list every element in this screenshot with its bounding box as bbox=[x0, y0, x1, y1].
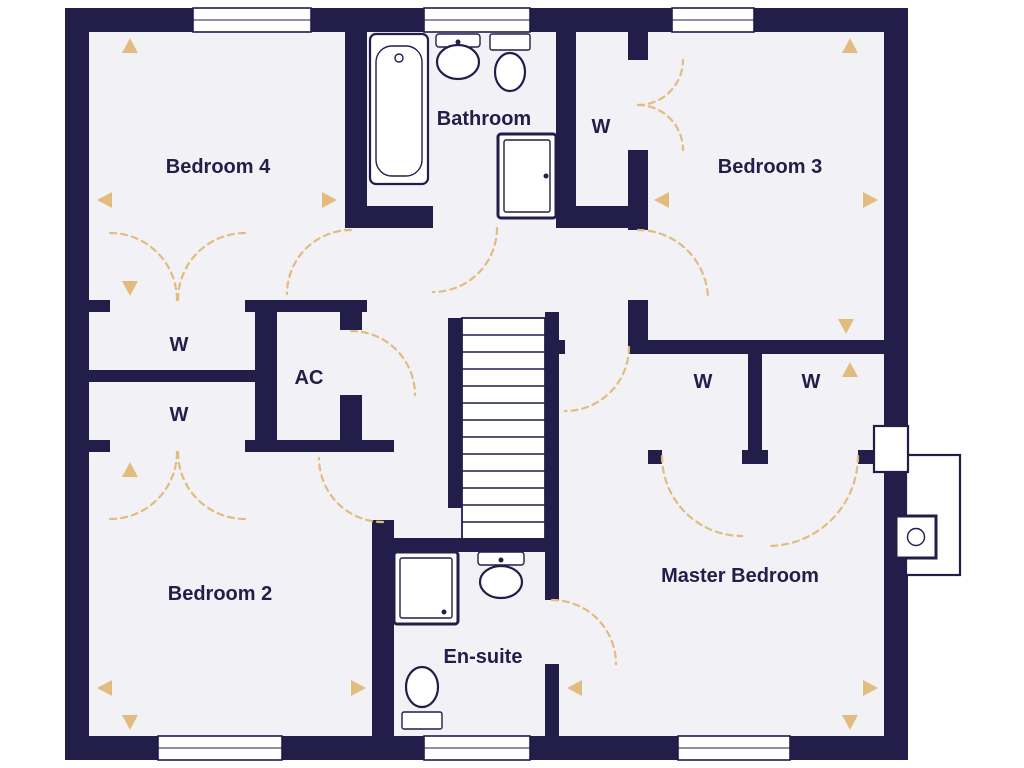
room-labels: Bedroom 4 Bathroom W Bedroom 3 W AC W Be… bbox=[166, 108, 822, 668]
window bbox=[671, 7, 755, 33]
wall-segment bbox=[628, 150, 648, 230]
room-label-wardrobe-top: W bbox=[592, 116, 611, 138]
door-arc bbox=[431, 226, 499, 294]
door-swings bbox=[108, 58, 860, 666]
wall-segment bbox=[89, 370, 277, 382]
room-label-bedroom-2: Bedroom 2 bbox=[168, 583, 272, 605]
dimension-arrow bbox=[122, 715, 138, 730]
dimension-arrow bbox=[842, 38, 858, 53]
dimension-arrow bbox=[122, 281, 138, 296]
wall-segment bbox=[545, 552, 559, 600]
room-label-bedroom-4: Bedroom 4 bbox=[166, 156, 271, 178]
wall-segment bbox=[884, 8, 908, 760]
dimension-arrow bbox=[842, 715, 858, 730]
door-arc bbox=[108, 231, 179, 302]
room-label-bedroom-3: Bedroom 3 bbox=[718, 156, 822, 178]
dimension-arrow bbox=[838, 319, 854, 334]
door-arc bbox=[636, 228, 710, 302]
wall-segment bbox=[448, 318, 462, 508]
dimension-arrow bbox=[122, 462, 138, 477]
wall-segment bbox=[559, 340, 565, 354]
wall-segment bbox=[372, 538, 394, 736]
wall-segment bbox=[545, 312, 559, 552]
wall-segment bbox=[89, 440, 110, 452]
room-label-wardrobe-left-1: W bbox=[170, 334, 189, 356]
door-arc bbox=[636, 58, 685, 107]
wall-segment bbox=[628, 32, 648, 60]
room-label-airing-cupboard: AC bbox=[295, 367, 324, 389]
room-label-wardrobe-left-2: W bbox=[170, 404, 189, 426]
dimension-arrow bbox=[863, 192, 878, 208]
door-arc bbox=[563, 345, 631, 413]
wall-segment bbox=[556, 206, 648, 228]
chimney bbox=[872, 424, 962, 577]
window bbox=[423, 735, 531, 761]
door-arc bbox=[766, 454, 860, 548]
room-label-bathroom: Bathroom bbox=[437, 108, 531, 130]
door-arc bbox=[349, 329, 417, 397]
wall-segment bbox=[545, 664, 559, 736]
door-arc bbox=[176, 231, 247, 302]
wall-segment bbox=[742, 450, 768, 464]
shower-icon bbox=[496, 132, 558, 220]
wall-segment bbox=[65, 8, 89, 760]
dimension-arrow bbox=[863, 680, 878, 696]
wall-segment bbox=[748, 354, 762, 450]
meter-box bbox=[872, 424, 910, 474]
window bbox=[157, 735, 283, 761]
flue-icon bbox=[906, 527, 926, 547]
bathtub-icon bbox=[368, 32, 430, 186]
toilet-icon bbox=[401, 665, 443, 730]
wall-segment bbox=[648, 340, 884, 354]
dimension-arrow bbox=[97, 680, 112, 696]
dimension-arrows bbox=[97, 38, 878, 730]
wall-segment bbox=[245, 440, 394, 452]
wall-segment bbox=[372, 538, 557, 552]
wall-segment bbox=[345, 32, 367, 222]
basin-icon bbox=[477, 551, 525, 600]
wall-segment bbox=[89, 300, 110, 312]
wall-segment bbox=[345, 206, 433, 228]
door-arc bbox=[285, 228, 353, 296]
basin-icon bbox=[435, 33, 481, 81]
dimension-arrow bbox=[842, 362, 858, 377]
room-label-wardrobe-master-1: W bbox=[694, 371, 713, 393]
wall-segment bbox=[648, 450, 662, 464]
door-arc bbox=[660, 454, 744, 538]
stair-treads bbox=[462, 334, 545, 523]
wall-segment bbox=[340, 395, 362, 452]
dimension-arrow bbox=[322, 192, 337, 208]
door-arc bbox=[176, 450, 247, 521]
dimension-arrow bbox=[654, 192, 669, 208]
dimension-arrow bbox=[567, 680, 582, 696]
dimension-arrow bbox=[351, 680, 366, 696]
windows bbox=[157, 7, 791, 761]
room-label-master-bedroom: Master Bedroom bbox=[661, 565, 819, 587]
room-label-en-suite: En-suite bbox=[444, 646, 523, 668]
window bbox=[423, 7, 531, 33]
bathroom-fixtures bbox=[368, 32, 558, 220]
dimension-arrow bbox=[97, 192, 112, 208]
window bbox=[677, 735, 791, 761]
dimension-arrow bbox=[122, 38, 138, 53]
door-arc bbox=[550, 598, 618, 666]
staircase bbox=[461, 317, 546, 541]
door-arc bbox=[636, 103, 685, 152]
wall-segment bbox=[556, 32, 576, 228]
ensuite-fixtures bbox=[392, 550, 525, 730]
wall-segment bbox=[628, 300, 648, 354]
wall-segment bbox=[340, 312, 362, 330]
stair-well bbox=[461, 317, 546, 541]
window bbox=[192, 7, 312, 33]
toilet-icon bbox=[489, 33, 531, 93]
door-arc bbox=[108, 450, 179, 521]
room-label-wardrobe-master-2: W bbox=[802, 371, 821, 393]
door-arc bbox=[317, 456, 385, 524]
shower-icon bbox=[392, 550, 460, 626]
